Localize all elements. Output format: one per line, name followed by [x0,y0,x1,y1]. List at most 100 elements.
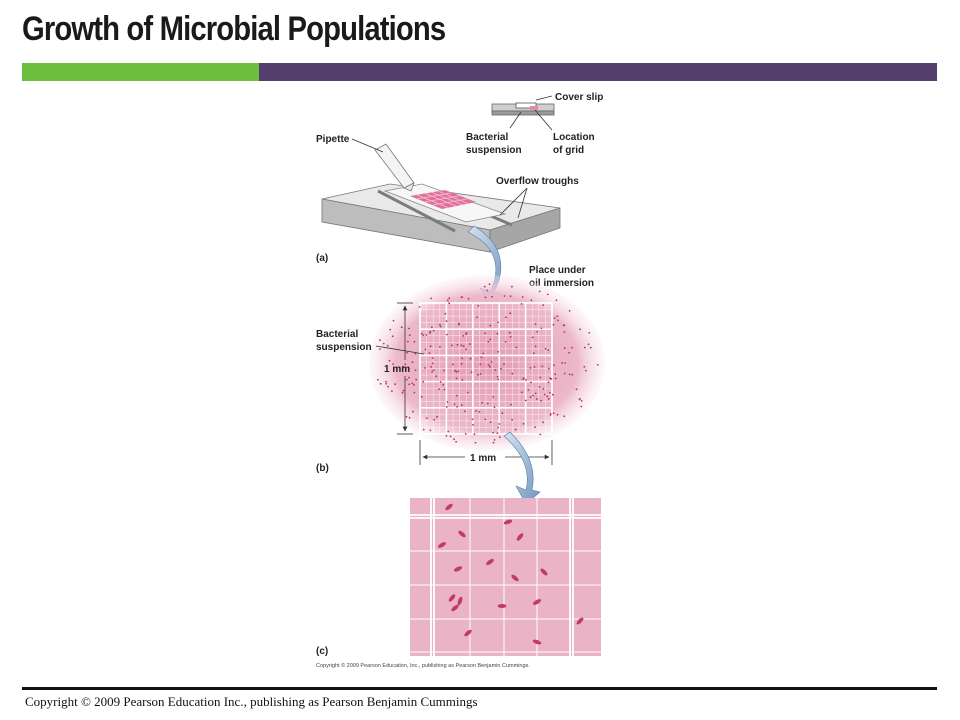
bacterium-dot [503,363,505,365]
bacterium-dot [425,334,428,336]
bacterium-dot [557,319,559,322]
bacterium-dot [379,348,381,350]
bacterium-dot [486,289,489,292]
bacterium-dot [492,431,494,434]
bacterium-dot [568,351,571,354]
bacterium-dot [486,402,489,405]
bacterium-dot [439,346,441,348]
label-1mm-horizontal: 1 mm [470,453,496,464]
bacterium-dot [501,412,504,415]
bacterium-dot [420,395,423,398]
bacterium-dot [442,383,445,386]
bacterium-dot [568,310,571,312]
bacterium-dot [402,389,405,392]
bacterium-dot [534,345,537,348]
bacterium-dot [571,346,573,349]
bacterium-dot [549,391,551,394]
bacterium-dot [564,362,567,364]
bacterium-dot [455,394,458,397]
bacterium-dot [425,417,428,419]
bacterium-dot [451,344,453,347]
counting-slide [321,183,561,253]
bacterium-dot [527,389,530,391]
bacterium-dot [420,332,423,335]
bacterium-dot [505,316,507,319]
bacterium-dot [385,382,388,385]
bacterium-dot [458,323,460,326]
bacterium-dot [509,312,512,315]
bacterium-dot [431,357,434,359]
bacterium-dot [469,357,472,360]
bacterium-dot [460,296,463,299]
label-location-of-grid-1: Location [553,132,595,143]
bacterium-dot [382,342,385,345]
magnified-grid [410,498,601,656]
bacterium-dot [525,379,527,381]
bacterium-dot [499,436,501,438]
bacterium-dot [538,386,541,388]
bacterium-dot [408,334,411,336]
counting-grid [419,302,553,435]
bacterium-dot [474,441,477,444]
bacterium-cell [445,503,453,511]
bacterium-cell [497,604,507,608]
bacterium-dot [414,369,417,372]
bacterium-dot [496,332,499,335]
bacterium-dot [448,297,451,300]
bacterium-dot [532,352,535,355]
magnified-bacteria [437,503,584,645]
bacterium-dot [422,380,424,383]
bacterium-dot [430,366,433,368]
bacterium-dot [473,433,476,436]
label-panel-c: (c) [316,646,328,657]
label-bacterial-suspension-b-2: suspension [316,342,372,353]
title-underline-purple [259,63,937,81]
bacterium-dot [538,290,541,293]
bacterium-dot [563,347,566,350]
bacterium-dot [389,328,392,331]
bacterium-cell [451,604,459,612]
bacterium-dot [547,381,550,384]
bacterium-dot [492,441,495,444]
bacterium-dot [455,440,457,443]
bacterium-dot [542,388,545,390]
bacterium-cell [458,530,466,538]
label-bacterial-suspension-a-2: suspension [466,145,522,156]
bacterium-dot [579,398,581,400]
bacterium-dot [445,320,448,322]
bacterium-dot [454,369,456,372]
bacterium-dot [464,432,467,435]
bacterium-dot [540,399,543,402]
bacterium-dot [460,362,463,365]
bacterium-dot [404,363,407,366]
bacterium-dot [579,328,581,331]
bacterium-dot [511,372,514,375]
bacterium-dot [439,323,441,326]
bacterium-cell [503,519,513,525]
bacterium-dot [539,433,542,436]
bacterium-dot [432,329,435,332]
bacterium-dot [429,429,432,432]
suspension-drop [369,275,605,451]
bacterium-dot [428,332,431,334]
bacterium-dot [444,312,447,315]
bacterium-dot [508,331,511,334]
bacterium-dot [405,415,408,418]
bacterium-dot [480,356,483,358]
panel-b: 1 mm 1 mm Bacterial suspension (b) [316,275,605,474]
bacterium-dot [503,295,506,297]
bacterium-dot [432,369,435,372]
bacterium-dot [571,373,574,376]
bacterium-dot [489,421,492,424]
bacterium-dot [392,319,395,322]
bacterium-dot [553,364,555,367]
bacterium-dot [487,340,490,343]
bacterium-dot [408,376,410,379]
bacterium-dot [479,373,482,375]
bacterium-dot [433,418,435,421]
bacterium-dot [388,359,391,362]
bacterium-dot [534,426,536,428]
bacterium-dot [431,362,434,365]
bacterium-dot [452,363,454,366]
bacterium-dot [391,390,393,392]
